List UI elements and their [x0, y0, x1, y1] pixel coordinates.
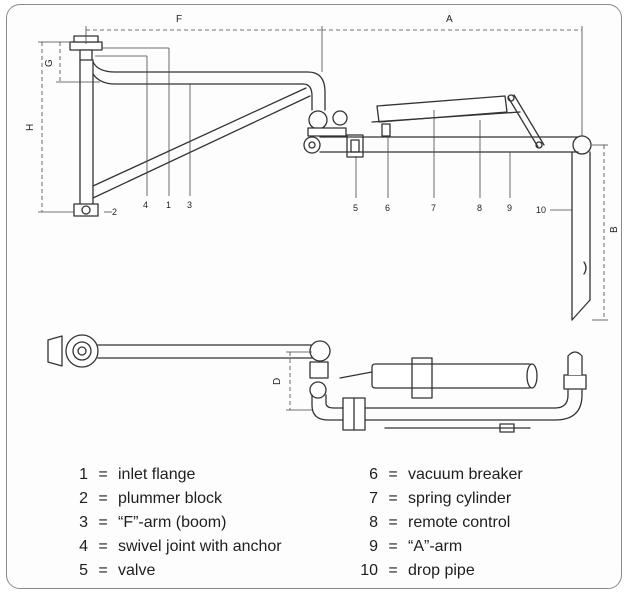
- legend-num: 3: [79, 514, 88, 531]
- dim-label-g: G: [44, 59, 55, 67]
- legend-item-f-arm: 3 = “F”-arm (boom): [70, 514, 226, 532]
- callout-10: 10: [536, 205, 546, 215]
- remote-control-linkage: [507, 94, 545, 149]
- legend-label: “A”-arm: [408, 538, 463, 555]
- callout-4: 4: [143, 200, 148, 210]
- legend-equals: =: [98, 466, 108, 483]
- dim-a-line: [322, 26, 583, 136]
- legend-num: 8: [369, 514, 378, 531]
- legend-num: 1: [79, 466, 88, 483]
- legend-label: swivel joint with anchor: [118, 538, 282, 555]
- plan-drop-pipe: [563, 351, 587, 390]
- callout-1: 1: [166, 200, 171, 210]
- dim-g-line: [56, 42, 100, 83]
- dim-label-a: A: [446, 14, 453, 25]
- callout-5: 5: [353, 203, 358, 213]
- dim-h-line: [38, 41, 74, 213]
- legend-item-inlet-flange: 1 = inlet flange: [70, 466, 195, 484]
- legend-equals: =: [98, 538, 108, 555]
- plan-remote-control: [339, 371, 531, 433]
- callout-2: 2: [112, 207, 117, 217]
- legend-label: “F”-arm (boom): [118, 514, 227, 531]
- callout-8: 8: [477, 203, 482, 213]
- legend-equals: =: [388, 490, 398, 507]
- dim-d-line: [286, 351, 312, 411]
- callout-6: 6: [385, 203, 390, 213]
- legend-label: valve: [118, 562, 156, 579]
- plan-valve: [342, 397, 366, 431]
- callout-9: 9: [507, 203, 512, 213]
- vacuum-breaker: [381, 123, 391, 137]
- legend-num: 2: [79, 490, 88, 507]
- legend-item-a-arm: 9 = “A”-arm: [360, 538, 462, 556]
- dim-label-b: B: [609, 226, 620, 233]
- plummer-block: [73, 203, 99, 217]
- legend-item-swivel-joint: 4 = swivel joint with anchor: [70, 538, 282, 556]
- riser-pipe: [79, 59, 94, 206]
- plan-f-arm: [97, 340, 331, 399]
- legend-num: 10: [360, 562, 378, 579]
- a-arm: [319, 136, 579, 153]
- plan-a-arm: [311, 389, 583, 421]
- dim-label-h: H: [25, 124, 36, 131]
- legend: 1 = inlet flange 2 = plummer block 3 = “F”-arm…: [70, 466, 610, 588]
- legend-label: plummer block: [118, 490, 223, 507]
- legend-item-drop-pipe: 10 = drop pipe: [360, 562, 475, 580]
- legend-equals: =: [98, 490, 108, 507]
- legend-equals: =: [388, 466, 398, 483]
- dim-label-d: D: [272, 378, 283, 385]
- callout-3: 3: [187, 200, 192, 210]
- dim-f-line: [85, 26, 323, 72]
- legend-equals: =: [98, 514, 108, 531]
- valve: [346, 134, 364, 158]
- f-arm-boom: [92, 61, 326, 111]
- diagonal-strut: [92, 87, 311, 199]
- legend-item-remote-control: 8 = remote control: [360, 514, 510, 532]
- plan-view: [47, 334, 587, 433]
- legend-num: 4: [79, 538, 88, 555]
- legend-label: drop pipe: [408, 562, 475, 579]
- callout-7: 7: [431, 203, 436, 213]
- dim-label-f: F: [176, 14, 182, 25]
- legend-label: inlet flange: [118, 466, 196, 483]
- legend-num: 5: [79, 562, 88, 579]
- legend-num: 9: [369, 538, 378, 555]
- legend-equals: =: [388, 538, 398, 555]
- legend-label: spring cylinder: [408, 490, 512, 507]
- legend-equals: =: [98, 562, 108, 579]
- swivel-joint: [303, 110, 348, 154]
- side-view: [69, 35, 592, 321]
- legend-num: 6: [369, 466, 378, 483]
- plan-spring-cylinder: [371, 357, 538, 399]
- legend-label: vacuum breaker: [408, 466, 523, 483]
- drop-elbow: [572, 135, 592, 155]
- legend-label: remote control: [408, 514, 511, 531]
- legend-item-vacuum-breaker: 6 = vacuum breaker: [360, 466, 523, 484]
- legend-equals: =: [388, 514, 398, 531]
- legend-num: 7: [369, 490, 378, 507]
- legend-item-valve: 5 = valve: [70, 562, 155, 580]
- figure-frame: [6, 4, 622, 589]
- plan-inlet: [47, 334, 99, 368]
- legend-equals: =: [388, 562, 398, 579]
- drop-pipe: [571, 151, 591, 321]
- spring-cylinder: [371, 95, 521, 123]
- legend-item-spring-cylinder: 7 = spring cylinder: [360, 490, 511, 508]
- legend-item-plummer-block: 2 = plummer block: [70, 490, 222, 508]
- dim-b-line: [592, 144, 608, 321]
